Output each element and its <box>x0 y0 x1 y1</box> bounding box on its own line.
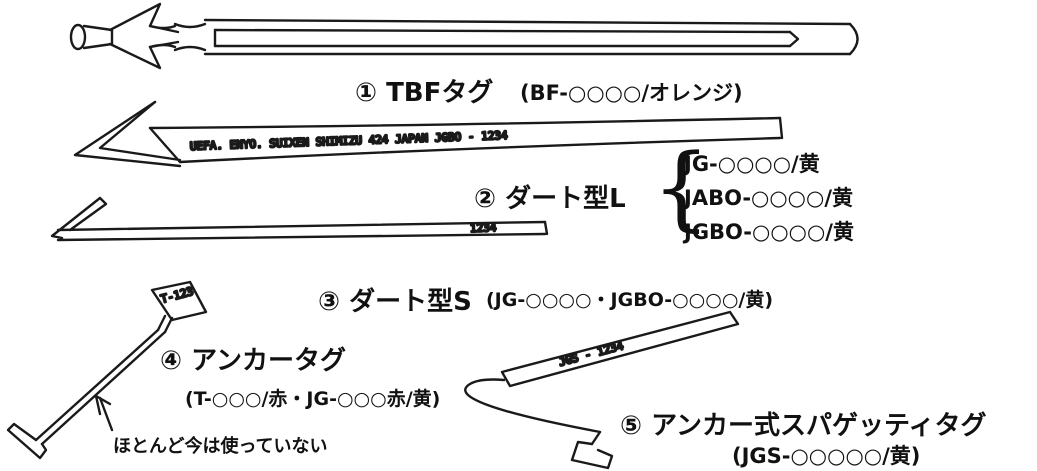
dart-long-label: ② ダート型L <box>474 184 626 214</box>
anchor-tag-drawing <box>6 280 208 460</box>
anchor-tag-label: ④ アンカータグ <box>160 346 347 376</box>
dart-tag-long-drawing <box>73 100 784 168</box>
dart-tag-short-drawing <box>50 196 549 242</box>
spaghetti-tag-label: ⑤ アンカー式スパゲッティタグ <box>620 411 987 441</box>
anchor-tag-spec: (T-○○○/赤・JG-○○○赤/黄) <box>185 388 441 410</box>
dart-long-brace: { <box>652 134 711 241</box>
tbf-tag-spec: (BF-○○○○/オレンジ) <box>520 81 743 105</box>
dart-short-spec: (JG-○○○○・JGBO-○○○○/黄) <box>486 289 774 311</box>
spaghetti-tag-spec: (JGS-○○○○○/黄) <box>732 444 921 468</box>
dart-short-handwriting: 1234 <box>470 221 497 235</box>
dart-short-label: ③ ダート型S <box>318 287 472 317</box>
dart-long-code-1: JG-○○○○/黄 <box>684 152 820 176</box>
dart-long-code-2: JABO-○○○○/黄 <box>684 186 853 210</box>
tbf-tag-drawing <box>69 2 859 70</box>
spaghetti-tag-drawing <box>464 310 740 470</box>
dart-long-code-3: JGBO-○○○○/黄 <box>684 220 854 244</box>
tbf-tag-label: ① TBFタグ <box>355 78 494 108</box>
anchor-tag-note: ほとんど今は使っていない <box>113 436 328 457</box>
